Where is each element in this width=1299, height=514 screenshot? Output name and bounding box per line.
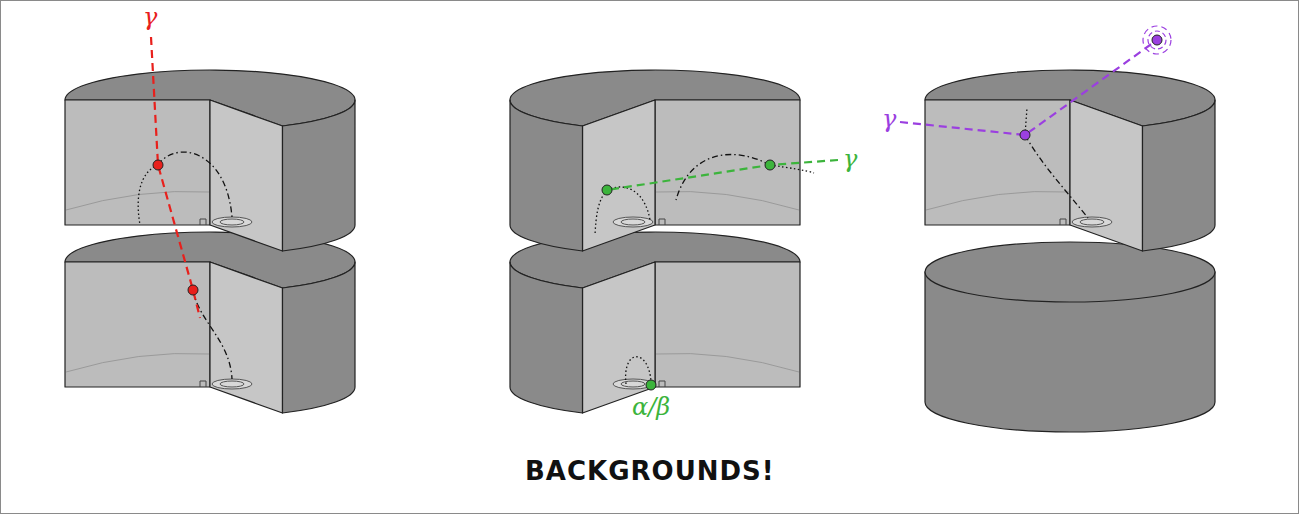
- particle-label: γ: [882, 106, 896, 132]
- particle-label: α/β: [632, 394, 670, 420]
- particle-label: γ: [143, 4, 157, 30]
- figure-caption: BACKGROUNDS!: [525, 456, 775, 486]
- particle-label: γ: [843, 146, 857, 172]
